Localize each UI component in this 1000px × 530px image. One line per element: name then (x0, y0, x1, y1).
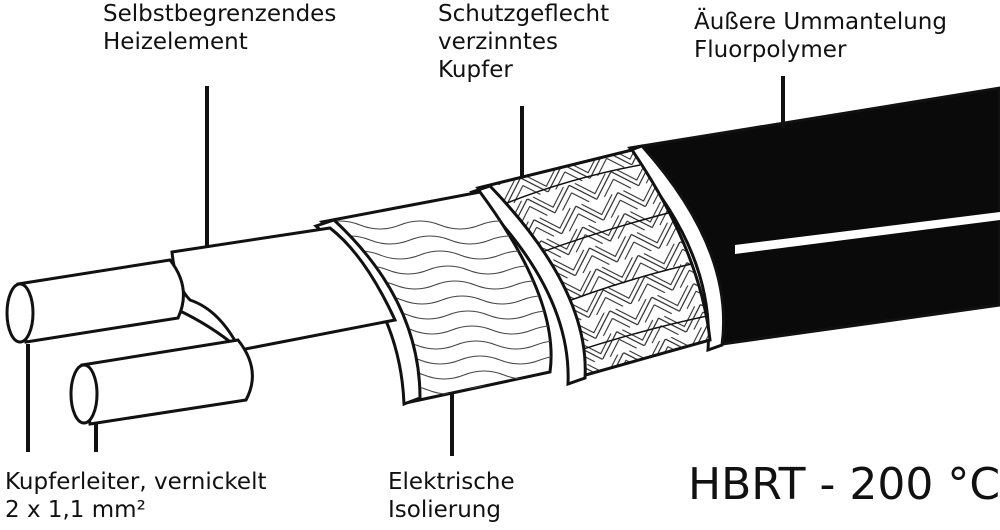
lower-conductor (80, 338, 254, 426)
label-kupferleiter: Kupferleiter, vernickelt 2 x 1,1 mm² (5, 469, 267, 523)
label-heizelement: Selbstbegrenzendes Heizelement (103, 1, 337, 55)
label-schutzgeflecht: Schutzgeflecht verzinntes Kupfer (438, 1, 610, 83)
label-isolierung: Elektrische Isolierung (388, 469, 515, 523)
jacket-white-stripe (735, 212, 1000, 254)
upper-conductor (16, 258, 185, 344)
lower-conductor-end (69, 363, 99, 425)
braid-cut-edge (469, 184, 587, 387)
label-ummantelung: Äußere Ummantelung Fluorpolymer (694, 9, 947, 63)
upper-conductor-end (5, 282, 35, 344)
product-title: HBRT - 200 °C (688, 459, 1000, 510)
jacket-cut-edge (622, 144, 726, 353)
